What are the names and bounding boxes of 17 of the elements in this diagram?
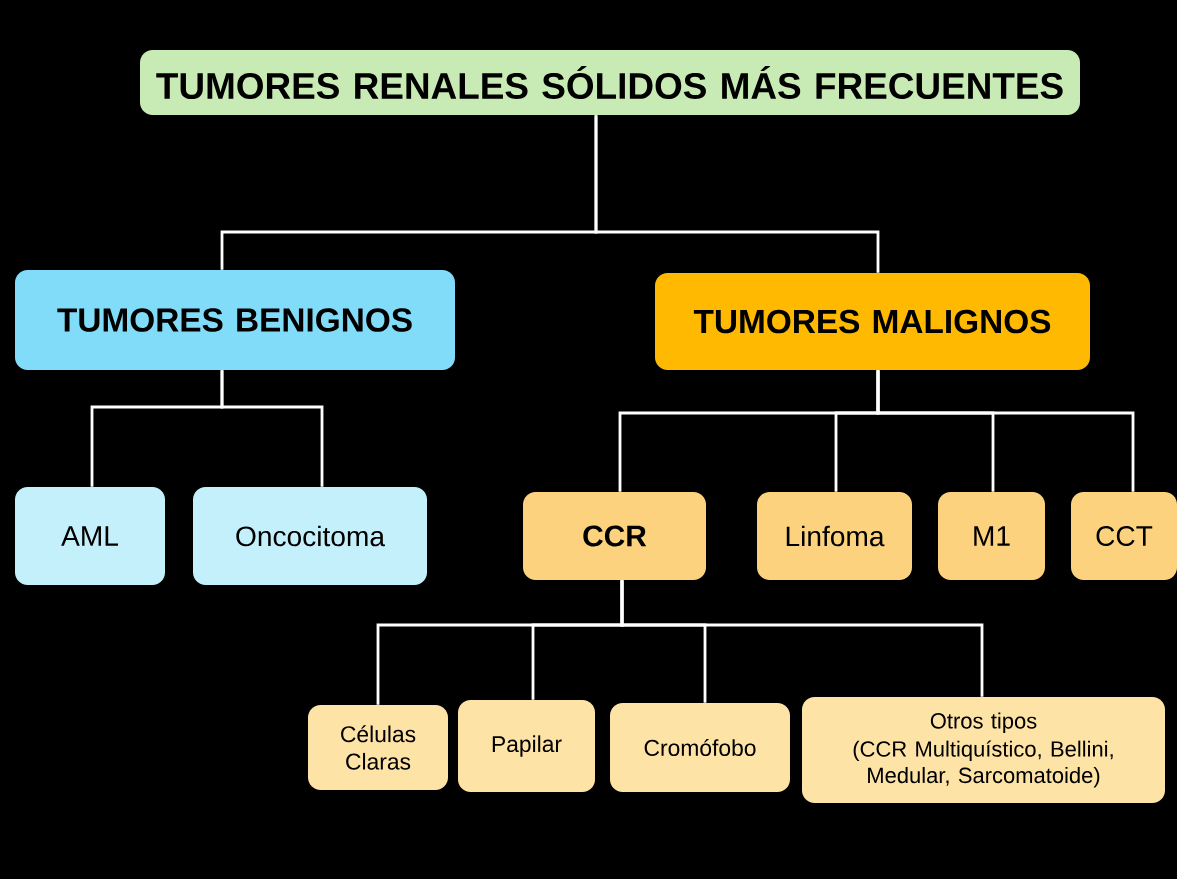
connector-line: [876, 370, 1135, 492]
type-box: CCT: [1071, 492, 1177, 580]
type-box: Linfoma: [757, 492, 912, 580]
category-box: TUMORES BENIGNOS: [15, 270, 455, 370]
type-box: CCR: [523, 492, 706, 580]
subtype-box: Otros tipos (CCR Multiquístico, Bellini, Medular, Sarcomatoide): [802, 697, 1165, 803]
subtype-box: Papilar: [458, 700, 595, 792]
connector-line: [620, 580, 984, 697]
type-box: Oncocitoma: [193, 487, 427, 585]
type-box: M1: [938, 492, 1045, 580]
connector-line: [594, 115, 880, 273]
category-box: TUMORES MALIGNOS: [655, 273, 1090, 370]
type-box: AML: [15, 487, 165, 585]
title-box: TUMORES RENALES SÓLIDOS MÁS FRECUENTES: [140, 50, 1080, 115]
connector-line: [220, 370, 324, 487]
subtype-box: Células Claras: [308, 705, 448, 790]
subtype-box: Cromófobo: [610, 703, 790, 792]
